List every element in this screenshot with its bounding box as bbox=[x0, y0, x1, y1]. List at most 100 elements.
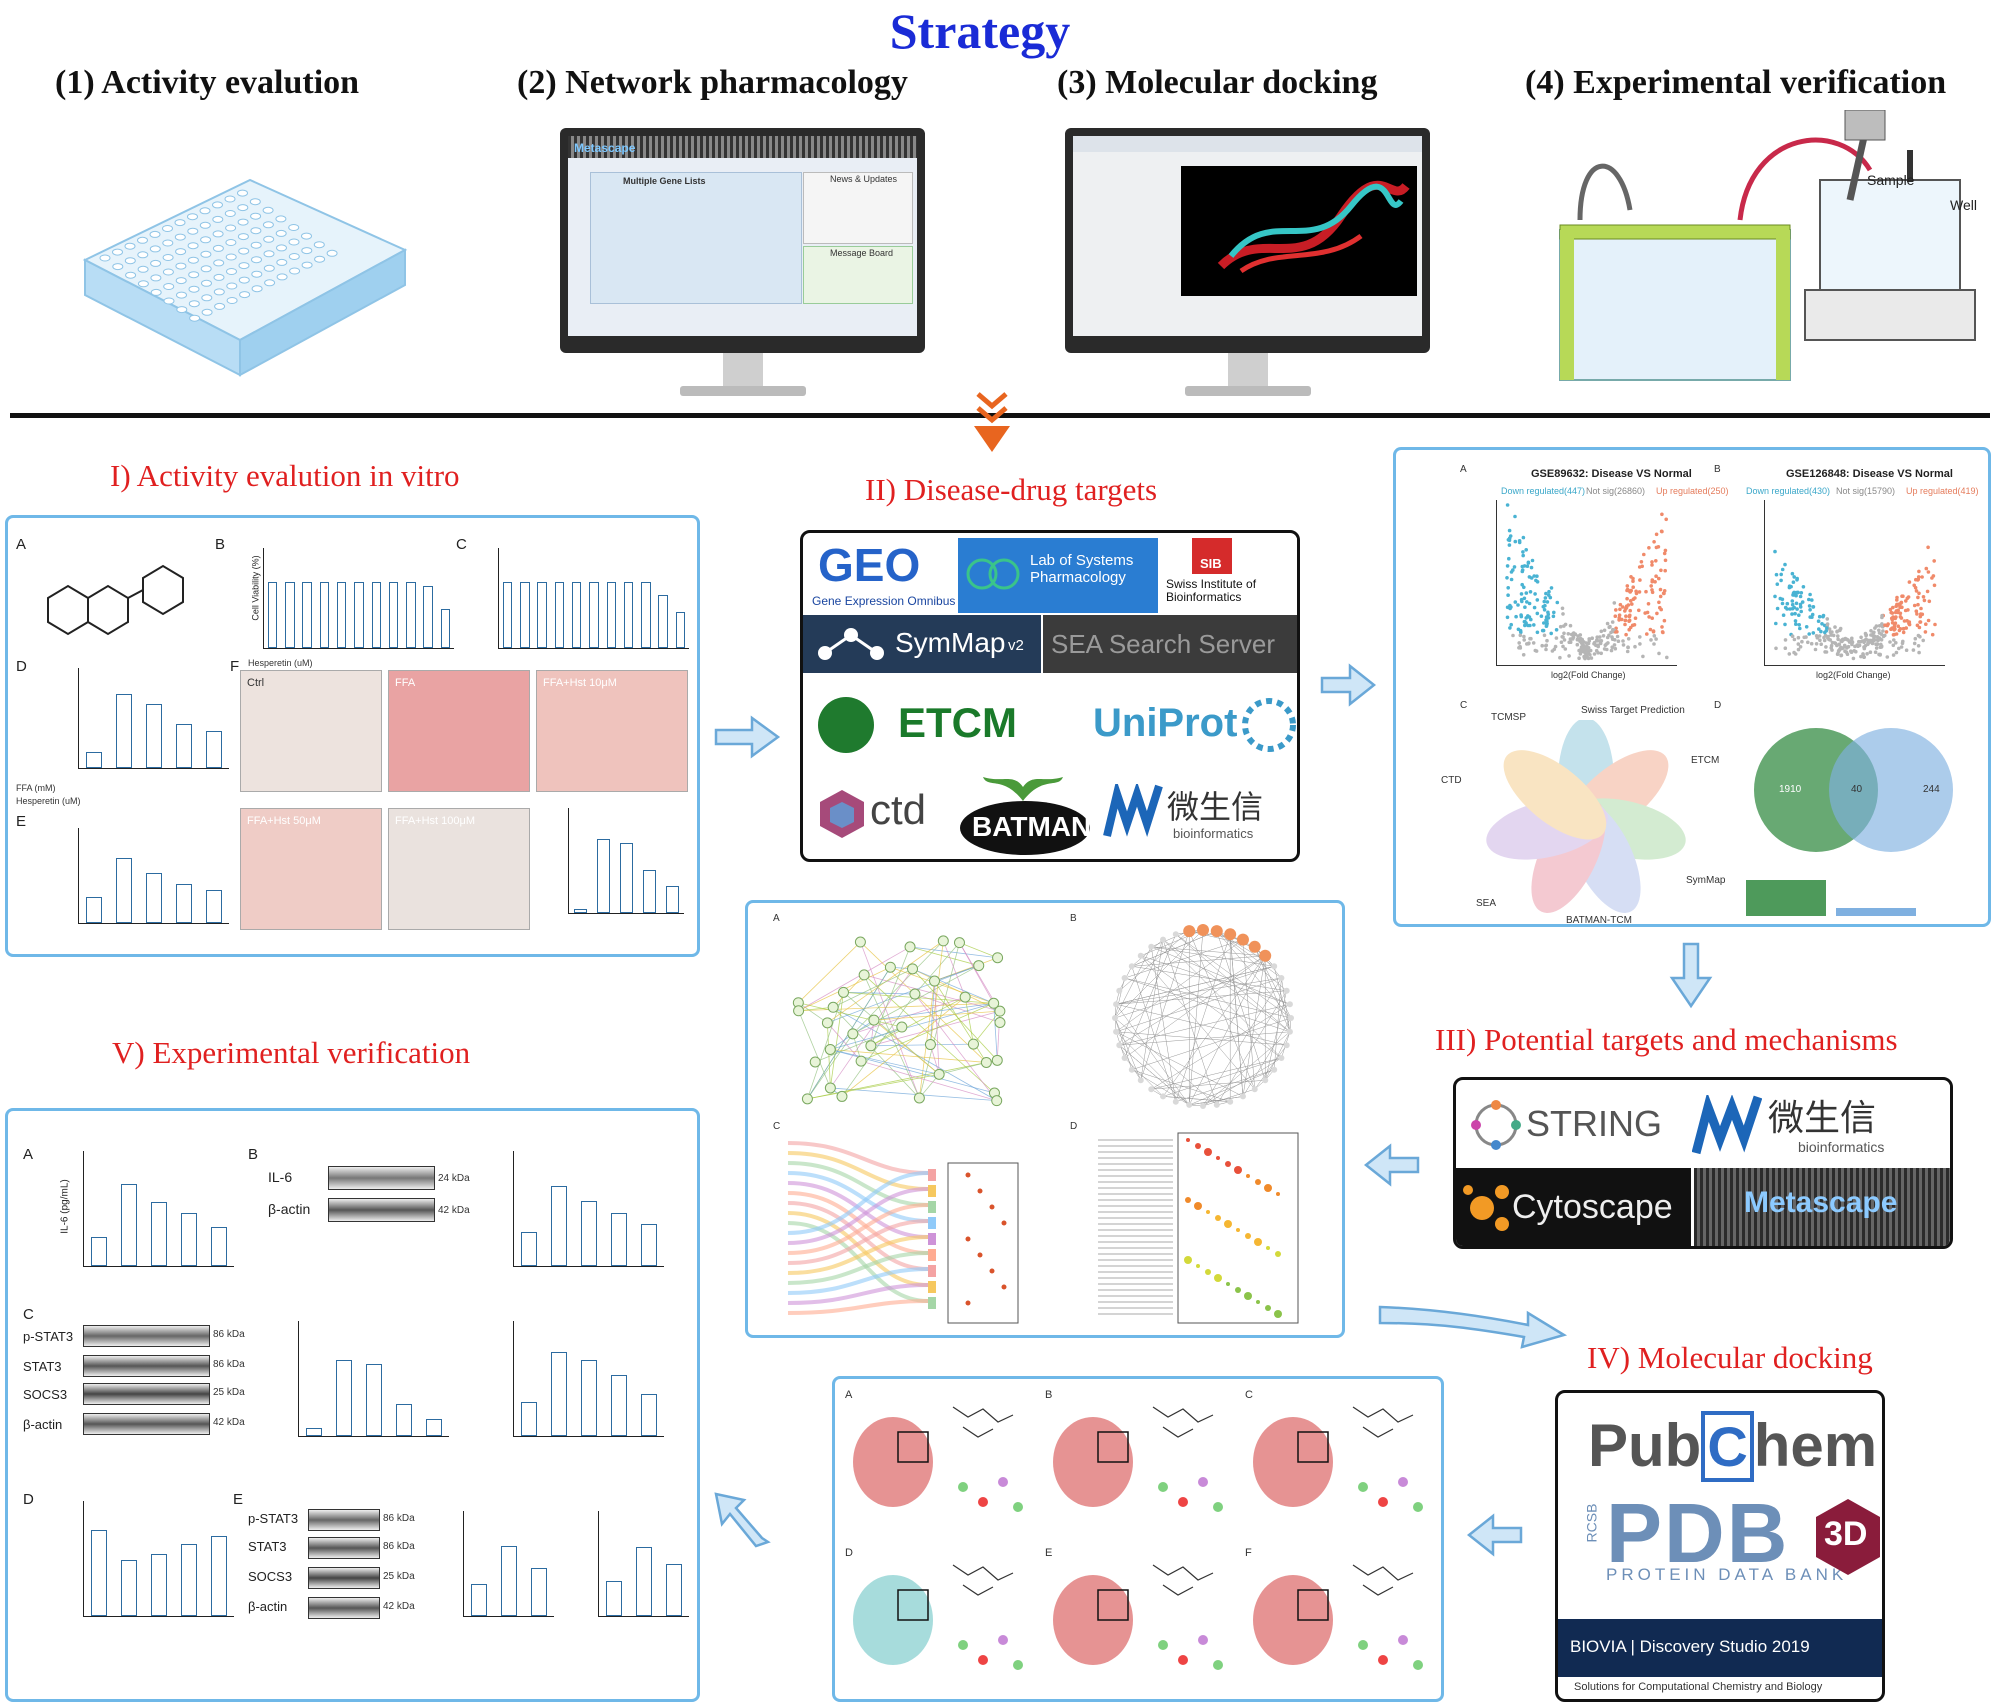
volcano-point bbox=[1883, 623, 1887, 627]
volcano-point bbox=[1916, 578, 1920, 582]
plate-well bbox=[162, 254, 174, 261]
volcano-point bbox=[1914, 609, 1919, 613]
volcano-point bbox=[1923, 630, 1928, 634]
volcano-point bbox=[1931, 574, 1936, 578]
volcano-point bbox=[1904, 626, 1908, 630]
volcano-point bbox=[1880, 622, 1884, 626]
circle-edge bbox=[1151, 946, 1177, 1102]
circle-edge bbox=[1202, 1088, 1255, 1107]
circle-edge bbox=[1115, 1004, 1190, 1106]
volcano-point bbox=[1894, 641, 1898, 645]
volcano-point bbox=[1595, 639, 1600, 643]
circle-node bbox=[1172, 931, 1179, 938]
plate-well bbox=[149, 245, 161, 253]
go-dot bbox=[1236, 1228, 1240, 1232]
volcano-point bbox=[1590, 636, 1594, 640]
volcano-point bbox=[1888, 640, 1892, 644]
volcano-point bbox=[1811, 605, 1815, 609]
wsx-sub-1: bioinformatics bbox=[1173, 826, 1254, 841]
blot-e-socs3: SOCS3 bbox=[248, 1569, 293, 1584]
volcano-point bbox=[1637, 590, 1642, 594]
network-node bbox=[824, 1082, 836, 1094]
go-dot bbox=[1214, 1274, 1222, 1282]
volcano-point bbox=[1592, 652, 1597, 656]
volcano-point bbox=[1810, 598, 1814, 602]
go-dot bbox=[1276, 1192, 1280, 1196]
volcano-point bbox=[1894, 609, 1899, 613]
plate-well bbox=[239, 291, 251, 299]
volcano-point bbox=[1796, 635, 1801, 640]
electrophoresis-illustration bbox=[1559, 110, 1976, 381]
interaction-residue bbox=[1378, 1655, 1388, 1665]
sankey-flow bbox=[787, 1171, 929, 1223]
volcano-point bbox=[1920, 575, 1924, 579]
plate-well bbox=[213, 273, 225, 281]
volcano-point bbox=[1627, 627, 1631, 632]
biovia-text: BIOVIA | Discovery Studio 2019 bbox=[1570, 1637, 1810, 1656]
plate-well bbox=[225, 224, 237, 232]
volcano-point bbox=[1527, 615, 1532, 619]
plate-well bbox=[163, 297, 175, 305]
network-edge bbox=[870, 946, 911, 1046]
sib-subtext: Swiss Institute of Bioinformatics bbox=[1166, 577, 1257, 604]
volcano-point bbox=[1875, 638, 1879, 642]
cytoscape-logo: Cytoscape bbox=[1456, 1168, 1691, 1246]
volcano-point bbox=[1898, 611, 1903, 616]
go-dot bbox=[1254, 1238, 1262, 1246]
volcano-point bbox=[1869, 629, 1873, 633]
volcano-point bbox=[1894, 632, 1899, 636]
volcano-point bbox=[1809, 641, 1814, 646]
volcano-point bbox=[1625, 584, 1630, 588]
plate-well bbox=[237, 218, 249, 226]
bar-mark bbox=[605, 1581, 623, 1616]
volcano-point bbox=[1628, 608, 1632, 613]
volcano-point bbox=[1507, 538, 1512, 543]
network-edge bbox=[964, 997, 974, 1045]
circle-edge bbox=[1116, 966, 1275, 1005]
volcano-point bbox=[1505, 564, 1510, 568]
bar-mark bbox=[675, 611, 686, 648]
circle-edge bbox=[1124, 977, 1292, 1019]
circle-edge bbox=[1273, 966, 1291, 1032]
circle-edge bbox=[1229, 934, 1244, 1097]
network-edge bbox=[807, 1033, 854, 1100]
docking-render bbox=[853, 1564, 1023, 1670]
volcano-point bbox=[1587, 639, 1592, 643]
volcano-point bbox=[1921, 638, 1925, 643]
volcano-point bbox=[1649, 638, 1653, 642]
bar-mark bbox=[640, 1223, 658, 1266]
docking-cell: D bbox=[843, 1545, 1038, 1695]
volcano-point bbox=[1799, 609, 1803, 614]
volcano-point bbox=[1930, 632, 1935, 637]
circle-node bbox=[1160, 1093, 1167, 1100]
volcano-point bbox=[1794, 590, 1799, 595]
volcano-point bbox=[1568, 637, 1573, 641]
ligand-3d bbox=[952, 1406, 1014, 1438]
volcano-point bbox=[1630, 602, 1634, 606]
panel-1-label-c: C bbox=[456, 536, 467, 553]
volcano-point bbox=[1917, 591, 1921, 596]
volcano-point bbox=[1845, 652, 1850, 656]
circle-node bbox=[1148, 1086, 1155, 1093]
lab-systems-text: Lab of Systems Pharmacology bbox=[1030, 552, 1134, 586]
volcano-point bbox=[1662, 591, 1666, 596]
volcano-point bbox=[1527, 575, 1532, 579]
network-edge bbox=[934, 965, 979, 982]
volcano-point bbox=[1524, 548, 1528, 552]
volcano-point bbox=[1542, 633, 1547, 638]
volcano-point bbox=[1658, 594, 1663, 599]
bar-mark bbox=[120, 1183, 138, 1266]
arrow-left-2-icon bbox=[1466, 1513, 1523, 1557]
network-node bbox=[907, 963, 919, 975]
volcano-point bbox=[1916, 602, 1920, 607]
volcano-point bbox=[1555, 600, 1560, 605]
volcano-point bbox=[1926, 545, 1930, 550]
docking-cell: F bbox=[1243, 1545, 1438, 1695]
volcano-point bbox=[1532, 623, 1536, 627]
sankey-node bbox=[928, 1201, 936, 1213]
interaction-residue bbox=[1198, 1635, 1208, 1645]
panel-1-label-d: D bbox=[16, 658, 27, 675]
volcano-point bbox=[1650, 578, 1655, 582]
geo-subtext: Gene Expression Omnibus bbox=[812, 594, 956, 608]
wsx-logo-1: 微生信 bioinformatics bbox=[1103, 778, 1297, 858]
